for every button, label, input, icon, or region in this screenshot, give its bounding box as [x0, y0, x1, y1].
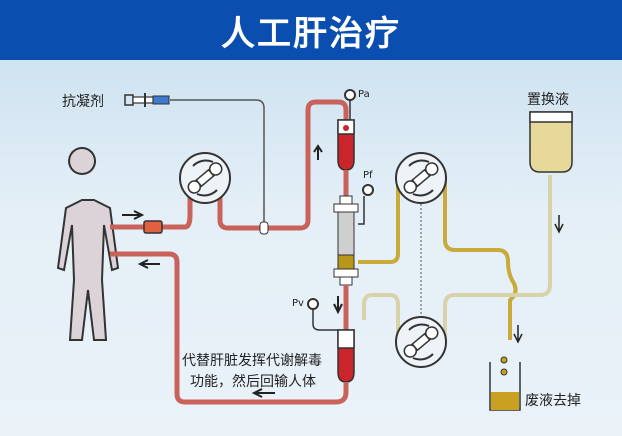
- pa-label: Pa: [358, 89, 370, 100]
- pf-gauge-icon: [362, 184, 374, 196]
- replacement-tube: [443, 175, 552, 340]
- page-title: 人工肝治疗: [221, 13, 401, 54]
- pv-gauge-icon: [307, 298, 319, 310]
- plasma-out-tube: [358, 178, 400, 264]
- human-figure-icon: [56, 147, 120, 341]
- blood-out-tube: [110, 180, 193, 230]
- arrow-up-icon: [313, 144, 323, 160]
- diagram-canvas: 抗凝剂 Pa Pf Pv 置换液 废液去掉 代替肝脏发挥代谢解毒 功能，然后回输…: [0, 60, 622, 436]
- plasma-filter-icon: [333, 195, 359, 286]
- description-line-1: 代替肝脏发挥代谢解毒: [182, 353, 322, 369]
- replacement-fluid-bag-icon: [529, 111, 573, 173]
- venous-chamber-icon: [337, 329, 355, 383]
- blood-return-tube: [110, 251, 349, 405]
- plasma-pump-icon: [395, 152, 447, 204]
- pa-gauge-icon: [344, 89, 356, 101]
- arterial-chamber-icon: [337, 119, 355, 171]
- waste-container-icon: [489, 356, 521, 411]
- anticoagulant-line: [170, 99, 265, 228]
- waste-fluid-label: 废液去掉: [525, 393, 581, 409]
- anticoagulant-label: 抗凝剂: [62, 94, 104, 110]
- connector: [143, 220, 163, 234]
- arrow-down-icon: [554, 215, 564, 234]
- description-line-2: 功能，然后回输人体: [190, 374, 316, 390]
- waste-tube: [443, 178, 518, 340]
- blood-pump-icon: [179, 152, 231, 204]
- replacement-fluid-label: 置换液: [527, 92, 569, 108]
- header-banner: 人工肝治疗: [0, 0, 622, 60]
- arterial-line: [217, 99, 349, 231]
- replacement-pump-icon: [395, 316, 447, 368]
- liver-therapy-diagram: [56, 89, 573, 411]
- syringe-icon: [124, 93, 170, 107]
- pv-label: Pv: [292, 298, 304, 309]
- pf-label: Pf: [363, 170, 373, 181]
- return-plasma-tube: [362, 293, 400, 340]
